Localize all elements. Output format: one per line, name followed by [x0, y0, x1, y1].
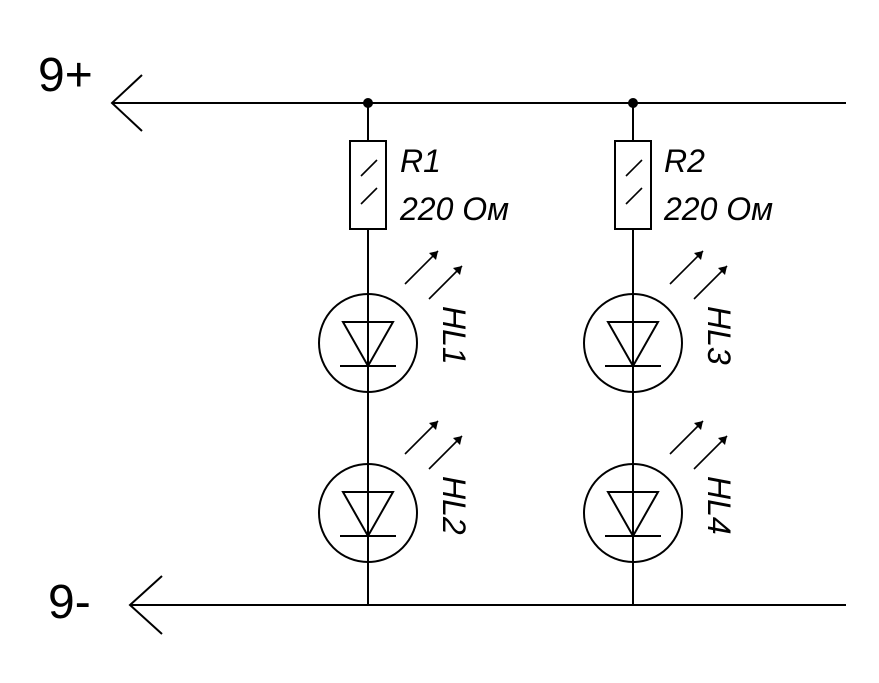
- positive-rail-arrow-icon: [110, 74, 143, 132]
- led-hl4: HL4: [583, 420, 737, 563]
- led-label: HL1: [436, 306, 472, 365]
- led-label: HL4: [701, 476, 737, 535]
- negative-rail-arrow-icon: [128, 575, 163, 635]
- led-label: HL2: [436, 476, 472, 535]
- light-emission-arrows-icon: [404, 420, 463, 470]
- led-hl1: HL1: [318, 250, 472, 393]
- resistor-r2: R2 220 Ом: [614, 140, 773, 230]
- resistor-value: 220 Ом: [663, 191, 773, 227]
- led-label: HL3: [701, 306, 737, 365]
- branch-2: R2 220 Ом HL3: [583, 98, 773, 605]
- led-hl2: HL2: [318, 420, 472, 563]
- light-emission-arrows-icon: [669, 250, 728, 300]
- light-emission-arrows-icon: [404, 250, 463, 300]
- positive-rail: 9+: [38, 49, 846, 132]
- negative-rail: 9-: [48, 575, 846, 635]
- resistor-name: R2: [664, 143, 705, 179]
- branch-1: R1 220 Ом HL1: [318, 98, 509, 605]
- positive-rail-label: 9+: [38, 49, 93, 102]
- negative-rail-label: 9-: [48, 576, 91, 629]
- light-emission-arrows-icon: [669, 420, 728, 470]
- led-hl3: HL3: [583, 250, 737, 393]
- resistor-name: R1: [400, 143, 441, 179]
- resistor-r1: R1 220 Ом: [349, 140, 509, 230]
- resistor-value: 220 Ом: [399, 191, 509, 227]
